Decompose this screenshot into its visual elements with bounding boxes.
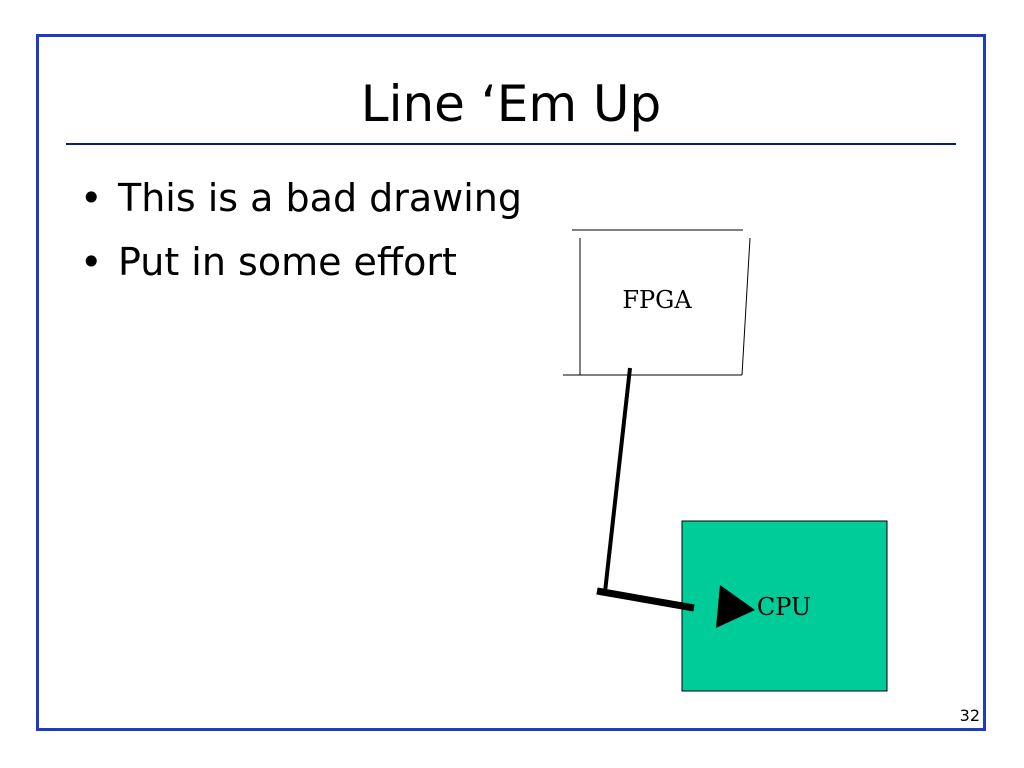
bullet-text: This is a bad drawing: [118, 176, 523, 220]
bullet-item: • Put in some effort: [80, 234, 522, 298]
cpu-box: [681, 520, 888, 692]
slide-frame: [36, 34, 986, 731]
connector-horizontal-segment: [596, 587, 695, 612]
fpga-box-right-edge: [741, 237, 751, 376]
bullet-dot-icon: •: [80, 176, 103, 220]
fpga-box-fill: [580, 231, 743, 374]
bullet-list: • This is a bad drawing • Put in some ef…: [80, 170, 522, 298]
slide-number: 32: [959, 706, 980, 725]
bullet-item: • This is a bad drawing: [80, 170, 522, 234]
fpga-label: FPGA: [622, 286, 692, 314]
cpu-label: CPU: [757, 593, 811, 621]
slide-title: Line ‘Em Up: [360, 75, 662, 133]
bullet-dot-icon: •: [80, 240, 103, 284]
cpu-node: CPU: [681, 520, 888, 692]
connector-vertical-segment: [603, 367, 632, 593]
bullet-text: Put in some effort: [118, 240, 457, 284]
arrowhead-icon: [716, 585, 755, 628]
fpga-node: FPGA: [563, 229, 751, 376]
fpga-to-cpu-connector: [596, 367, 755, 628]
title-underline: [66, 143, 956, 145]
